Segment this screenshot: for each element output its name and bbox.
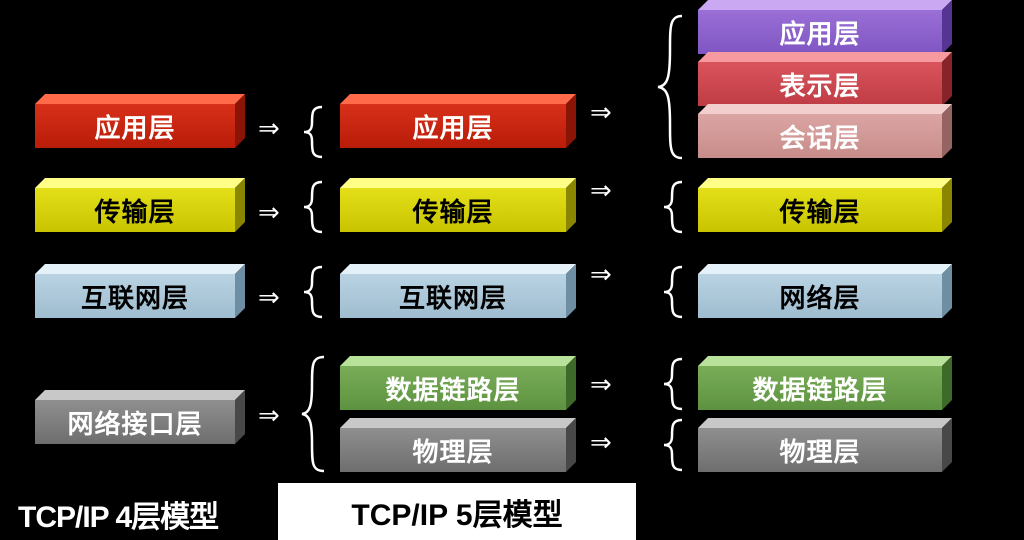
left-brace-icon	[657, 14, 683, 160]
layer-label: 传输层	[698, 188, 942, 232]
layer-label: 数据链路层	[698, 366, 942, 410]
layer-label: 网络接口层	[35, 400, 235, 444]
model4-transport-layer: 传输层	[35, 178, 245, 232]
caption-4-layer-model: TCP/IP 4层模型	[18, 501, 219, 534]
layer-label: 网络层	[698, 274, 942, 318]
layer-label: 表示层	[698, 62, 942, 106]
arrow-icon: ⇒	[258, 283, 280, 313]
model5-internet-layer: 互联网层	[340, 264, 576, 318]
model5-physical-layer: 物理层	[340, 418, 576, 472]
layer-label: 应用层	[698, 10, 942, 54]
layer-label: 互联网层	[340, 274, 566, 318]
model7-data-link-layer: 数据链路层	[698, 356, 952, 410]
left-brace-icon	[303, 180, 323, 234]
arrow-icon: ⇒	[258, 401, 280, 431]
arrow-icon: ⇒	[258, 198, 280, 228]
layer-label: 传输层	[35, 188, 235, 232]
model5-data-link-layer: 数据链路层	[340, 356, 576, 410]
left-brace-icon	[663, 418, 683, 472]
caption-5-layer-model: TCP/IP 5层模型	[278, 483, 636, 540]
layer-label: 物理层	[340, 428, 566, 472]
arrow-icon: ⇒	[590, 176, 612, 206]
left-brace-icon	[303, 265, 323, 319]
layer-label: 互联网层	[35, 274, 235, 318]
model4-network-interface-layer: 网络接口层	[35, 390, 245, 444]
left-brace-icon	[303, 105, 323, 159]
model4-application-layer: 应用层	[35, 94, 245, 148]
left-brace-icon	[663, 357, 683, 411]
layer-label: 物理层	[698, 428, 942, 472]
model4-internet-layer: 互联网层	[35, 264, 245, 318]
left-brace-icon	[301, 355, 325, 473]
model5-application-layer: 应用层	[340, 94, 576, 148]
layer-label: 应用层	[340, 104, 566, 148]
model5-transport-layer: 传输层	[340, 178, 576, 232]
arrow-icon: ⇒	[258, 114, 280, 144]
model7-application-layer: 应用层	[698, 0, 952, 54]
left-brace-icon	[663, 265, 683, 319]
arrow-icon: ⇒	[590, 98, 612, 128]
arrow-icon: ⇒	[590, 428, 612, 458]
left-brace-icon	[663, 180, 683, 234]
model7-session-layer: 会话层	[698, 104, 952, 158]
layer-label: 传输层	[340, 188, 566, 232]
layer-label: 应用层	[35, 104, 235, 148]
layer-label: 数据链路层	[340, 366, 566, 410]
arrow-icon: ⇒	[590, 370, 612, 400]
model7-physical-layer: 物理层	[698, 418, 952, 472]
model7-transport-layer: 传输层	[698, 178, 952, 232]
model7-presentation-layer: 表示层	[698, 52, 952, 106]
layer-label: 会话层	[698, 114, 942, 158]
model7-network-layer: 网络层	[698, 264, 952, 318]
arrow-icon: ⇒	[590, 260, 612, 290]
